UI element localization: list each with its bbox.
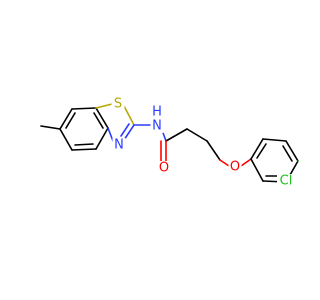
bond-chain-1	[186, 128, 208, 142]
bond-thiazole-cn	[123, 124, 135, 141]
bond-ar-in-2	[282, 145, 293, 162]
bond-ar-6	[250, 158, 264, 182]
bond-thiazole-cn-inner	[120, 123, 130, 137]
bond-benz-2	[71, 107, 97, 110]
bond-thiazole-s2	[123, 105, 135, 126]
bond-ar-2	[262, 138, 287, 142]
bond-benz-6	[59, 128, 73, 151]
bond-benz-4	[95, 127, 109, 150]
bond-ar-1	[250, 138, 264, 160]
atom-cl-label: Cl	[280, 174, 293, 189]
atom-o-carbonyl-bg	[157, 161, 171, 175]
bond-thiazole-nc	[107, 127, 114, 142]
bond-benz-in-1	[65, 112, 76, 129]
atom-nh-h-label: H	[152, 105, 162, 120]
atom-nh-n-label: N	[152, 119, 162, 134]
bond-chain-2	[206, 140, 221, 161]
atom-o-carbonyl-label: O	[159, 161, 169, 176]
atom-n-ring-bg	[112, 138, 126, 152]
bond-o-aryl	[240, 158, 252, 167]
bond-co-c	[165, 128, 188, 142]
bond-benz-3	[95, 107, 109, 129]
bond-benz-1	[59, 108, 73, 130]
atom-o-ether-bg	[228, 160, 242, 174]
bond-layer	[40, 103, 299, 183]
atom-nh-h-bg	[150, 105, 164, 119]
bond-benz-in-2	[93, 112, 104, 129]
atom-o-ether-label: O	[230, 160, 240, 175]
bond-benz-in-3	[74, 143, 94, 146]
bond-chain-o	[219, 159, 230, 167]
atom-s-label: S	[114, 97, 122, 112]
bond-methyl	[40, 125, 61, 130]
atom-cl-bg	[277, 174, 295, 188]
atom-s-bg	[111, 97, 125, 111]
atom-nh-n-bg	[150, 119, 164, 133]
bond-thiazole-s1	[95, 103, 113, 109]
bond-benz-5	[71, 148, 97, 151]
bond-ar-in-1	[256, 143, 267, 159]
bond-ar-3	[285, 140, 299, 162]
atom-n-ring-label: N	[114, 138, 124, 153]
